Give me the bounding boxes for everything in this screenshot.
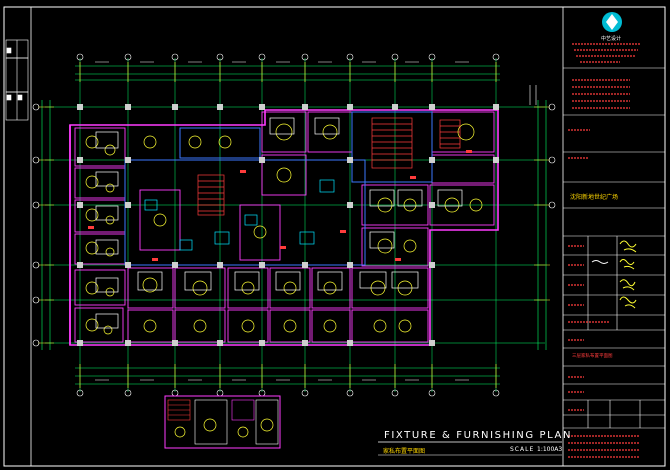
company-logo-icon [602, 12, 622, 32]
structural-columns [77, 104, 499, 346]
grid-bubbles [32, 53, 556, 397]
scale-value: 1:100A3 [537, 446, 563, 453]
left-revision-strip [5, 39, 29, 121]
project-name: 沈阳新地世纪广场 [570, 194, 619, 201]
sheet-border [3, 6, 666, 467]
dimension-text [95, 61, 469, 381]
floor-plan [32, 53, 556, 397]
plan-subtitle: 家私布置平面图 [383, 448, 426, 455]
dimension-lines [41, 65, 547, 385]
company-name: 中艺设计 [601, 36, 622, 42]
scale-label: SCALE [510, 446, 535, 453]
corridor-outlines [124, 111, 433, 266]
plan-title: FIXTURE & FURNISHING PLAN [384, 430, 573, 441]
room-tags [88, 150, 472, 261]
title-block-grid [563, 67, 665, 429]
signature-marks [591, 240, 637, 309]
walls [69, 109, 499, 346]
fixtures [85, 117, 483, 335]
detail-plan [164, 395, 281, 449]
title-block-notes [568, 43, 640, 458]
interior-walls [74, 111, 495, 343]
vertical-note [529, 85, 537, 105]
dimension-ticks [38, 62, 550, 388]
sheet-title: 三层家私布置平面图 [572, 354, 613, 359]
plan-title-underline [378, 441, 562, 456]
stairs [197, 117, 461, 216]
